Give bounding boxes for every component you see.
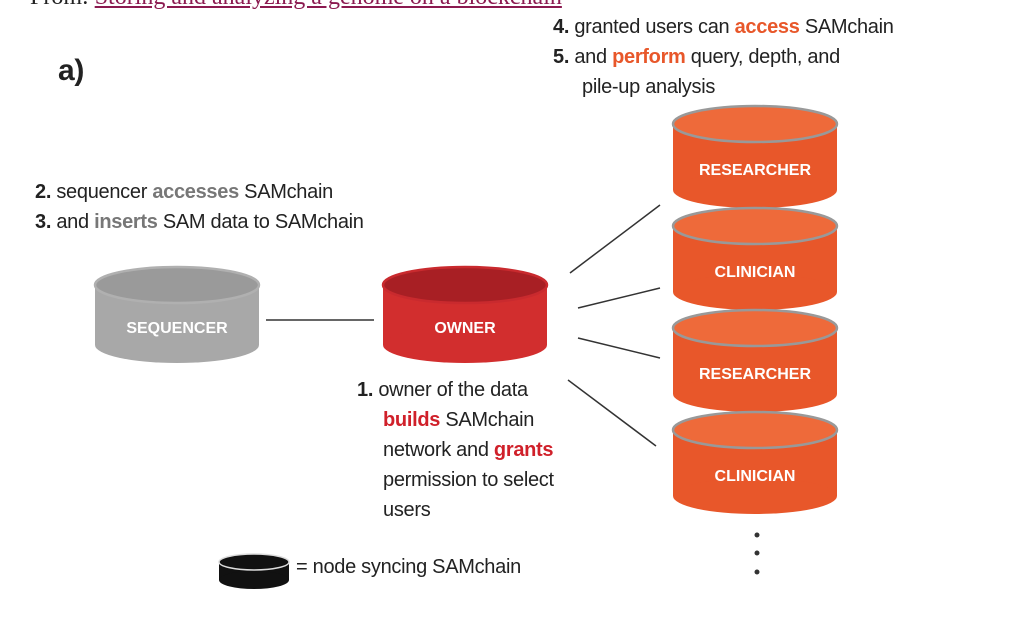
connector-line — [577, 287, 661, 309]
step-3: 3. and inserts SAM data to SAMchain — [35, 211, 364, 233]
sequencer-node: SEQUENCER — [93, 265, 261, 363]
researcher-node-label: RESEARCHER — [699, 162, 811, 179]
clinician-node-label: CLINICIAN — [715, 264, 796, 281]
ellipsis-dots — [754, 532, 760, 575]
step-4: 4. granted users can access SAMchain — [553, 16, 894, 38]
sequencer-node-label: SEQUENCER — [126, 320, 228, 337]
article-link[interactable]: Storing and analyzing a genome on a bloc… — [95, 0, 562, 10]
step-1-line3: network and grants — [383, 439, 554, 461]
researcher-node: RESEARCHER — [671, 308, 839, 412]
connector-line — [569, 204, 661, 274]
step-1-line2: builds SAMchain — [383, 409, 535, 431]
step-1-line5: users — [383, 499, 431, 521]
step-1-line4: permission to select — [383, 469, 554, 491]
legend-node-icon — [218, 553, 290, 589]
researcher-node-label: RESEARCHER — [699, 366, 811, 383]
step-5-cont: pile-up analysis — [582, 76, 716, 98]
source-line: From: Storing and analyzing a genome on … — [30, 0, 562, 11]
owner-node: OWNER — [381, 265, 549, 363]
clinician-node: CLINICIAN — [671, 410, 839, 514]
step-2: 2. sequencer accesses SAMchain — [35, 181, 333, 203]
legend-text: = node syncing SAMchain — [296, 556, 521, 578]
panel-label: a) — [58, 54, 85, 87]
connector-line — [567, 379, 657, 447]
researcher-node: RESEARCHER — [671, 104, 839, 208]
clinician-node-label: CLINICIAN — [715, 468, 796, 485]
step-5: 5. and perform query, depth, and — [553, 46, 840, 68]
owner-node-label: OWNER — [434, 320, 496, 337]
step-1: 1. owner of the data — [357, 379, 528, 401]
connector-line — [577, 337, 661, 359]
clinician-node: CLINICIAN — [671, 206, 839, 310]
